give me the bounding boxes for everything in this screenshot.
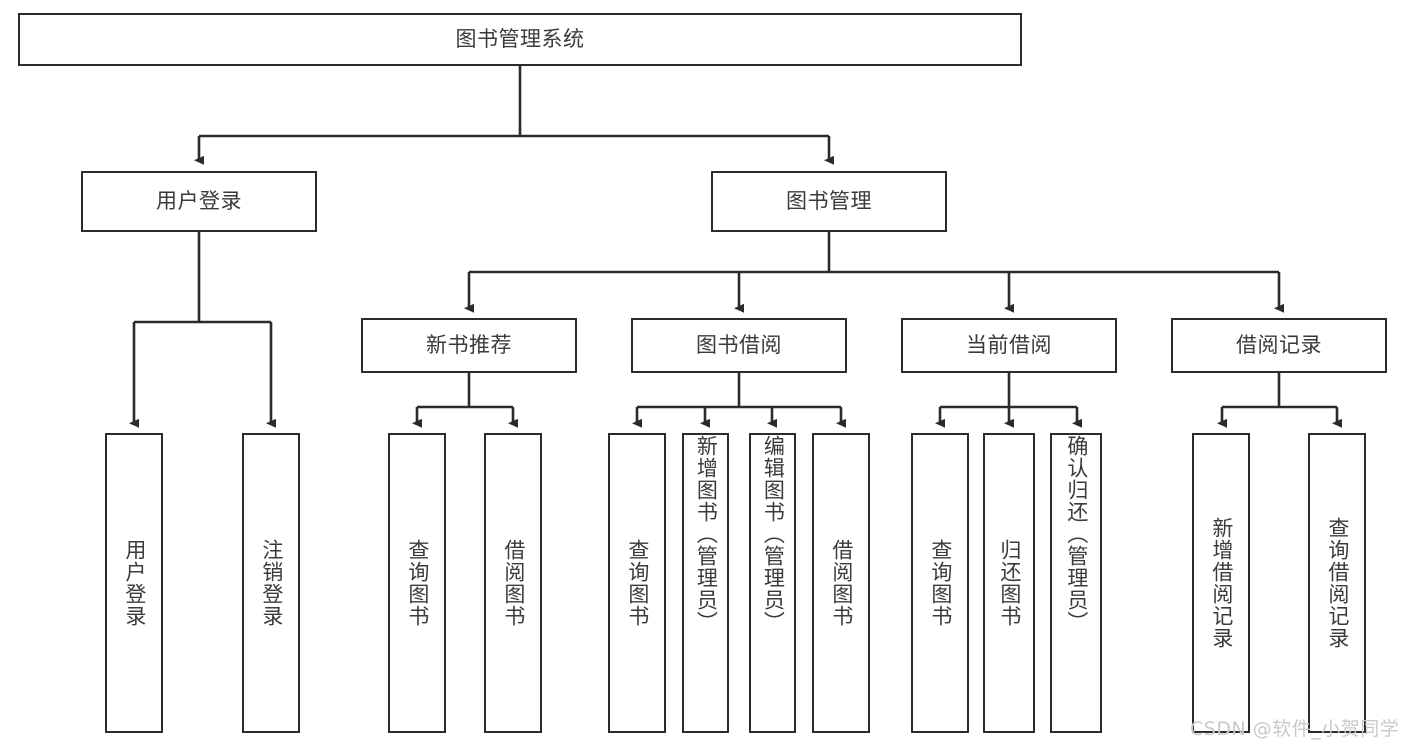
node-current-borrow[interactable]: 当前借阅 [901, 318, 1117, 373]
node-new-book-recommend[interactable]: 新书推荐 [361, 318, 577, 373]
node-label: 用户登录 [156, 189, 242, 213]
node-book-management[interactable]: 图书管理 [711, 171, 947, 232]
node-book-borrow[interactable]: 图书借阅 [631, 318, 847, 373]
leaf-user-login[interactable]: 用户登录 [105, 433, 163, 733]
leaf-borrow-book[interactable]: 借阅图书 [812, 433, 870, 733]
leaf-label: 编辑图书（管理员） [761, 435, 786, 633]
node-label: 新书推荐 [426, 333, 512, 357]
leaf-label: 注销登录 [259, 539, 284, 627]
leaf-edit-book-admin[interactable]: 编辑图书（管理员） [749, 433, 796, 733]
leaf-confirm-return-admin[interactable]: 确认归还（管理员） [1050, 433, 1102, 733]
node-user-login[interactable]: 用户登录 [81, 171, 317, 232]
leaf-label: 查询借阅记录 [1325, 517, 1350, 649]
leaf-return-book[interactable]: 归还图书 [983, 433, 1035, 733]
leaf-add-book-admin[interactable]: 新增图书（管理员） [682, 433, 729, 733]
node-root-system[interactable]: 图书管理系统 [18, 13, 1022, 66]
node-label: 图书管理 [786, 189, 872, 213]
leaf-label: 借阅图书 [829, 539, 854, 627]
leaf-query-book-borrow[interactable]: 查询图书 [608, 433, 666, 733]
leaf-label: 新增图书（管理员） [694, 435, 719, 633]
leaf-add-borrow-record[interactable]: 新增借阅记录 [1192, 433, 1250, 733]
leaf-label: 查询图书 [625, 539, 650, 627]
leaf-user-logout[interactable]: 注销登录 [242, 433, 300, 733]
leaf-label: 借阅图书 [501, 539, 526, 627]
leaf-label: 确认归还（管理员） [1064, 435, 1089, 633]
node-label: 当前借阅 [966, 333, 1052, 357]
node-label: 图书管理系统 [455, 27, 585, 51]
leaf-label: 查询图书 [405, 539, 430, 627]
leaf-borrow-book-recommend[interactable]: 借阅图书 [484, 433, 542, 733]
leaf-label: 用户登录 [122, 539, 147, 627]
node-borrow-record[interactable]: 借阅记录 [1171, 318, 1387, 373]
leaf-label: 归还图书 [997, 539, 1022, 627]
leaf-query-borrow-record[interactable]: 查询借阅记录 [1308, 433, 1366, 733]
node-label: 借阅记录 [1236, 333, 1322, 357]
leaf-label: 查询图书 [928, 539, 953, 627]
leaf-query-book-current[interactable]: 查询图书 [911, 433, 969, 733]
leaf-label: 新增借阅记录 [1209, 517, 1234, 649]
node-label: 图书借阅 [696, 333, 782, 357]
leaf-query-book-recommend[interactable]: 查询图书 [388, 433, 446, 733]
watermark-text: CSDN @软件_小贺同学 [1190, 718, 1400, 740]
